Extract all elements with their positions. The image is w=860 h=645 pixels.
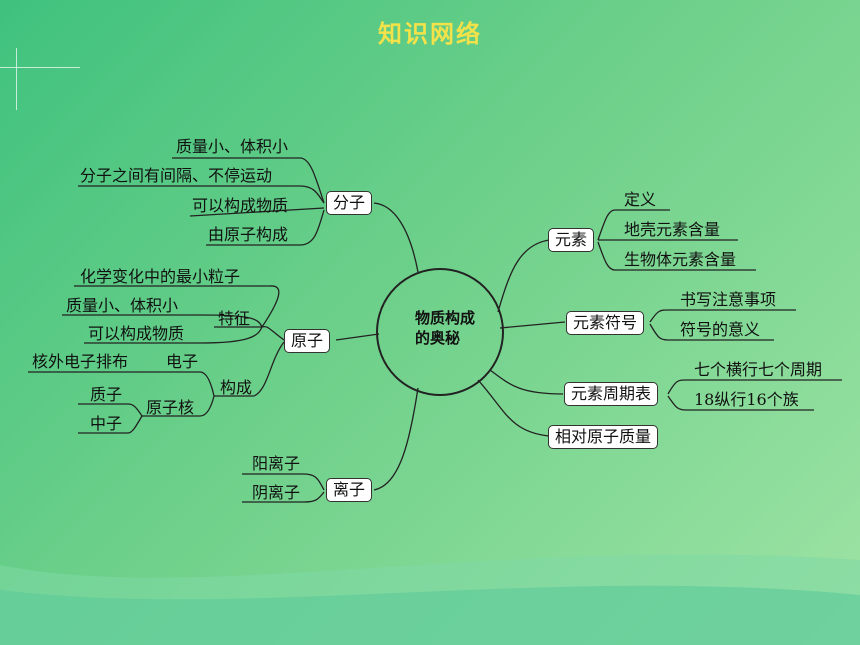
- atom-feature-item: 化学变化中的最小粒子: [80, 267, 241, 286]
- element-item: 定义: [624, 190, 657, 209]
- center-node: [376, 268, 504, 396]
- node-element: 元素: [548, 228, 595, 252]
- background-wave: [0, 554, 860, 645]
- center-line-2: 的奥秘: [415, 329, 461, 347]
- atom-feature-item: 可以构成物质: [88, 324, 185, 343]
- ion-item: 阳离子: [252, 454, 301, 473]
- node-atom: 原子: [284, 329, 331, 353]
- atom-feature-item: 质量小、体积小: [66, 296, 179, 315]
- node-relative-atomic-mass: 相对原子质量: [548, 425, 659, 449]
- center-node-label: 物质构成 的奥秘: [415, 308, 505, 348]
- symbol-item: 符号的意义: [680, 320, 761, 339]
- molecule-item: 由原子构成: [208, 225, 289, 244]
- corner-decoration: [16, 48, 17, 110]
- corner-decoration: [0, 67, 80, 68]
- page-title: 知识网络: [378, 20, 482, 48]
- symbol-item: 书写注意事项: [680, 290, 777, 309]
- molecule-item: 分子之间有间隔、不停运动: [80, 166, 273, 185]
- electron-desc: 核外电子排布: [32, 352, 129, 371]
- periodic-item: 七个横行七个周期: [694, 360, 823, 379]
- ion-item: 阴离子: [252, 483, 301, 502]
- atom-composition-label: 构成: [220, 378, 253, 397]
- node-element-symbol: 元素符号: [566, 311, 645, 335]
- node-molecule: 分子: [326, 191, 373, 215]
- electron-label: 电子: [166, 352, 199, 371]
- nucleus-label: 原子核: [146, 398, 195, 417]
- nucleus-item: 中子: [90, 414, 123, 433]
- molecule-item: 质量小、体积小: [176, 137, 289, 156]
- element-item: 生物体元素含量: [624, 250, 737, 269]
- molecule-item: 可以构成物质: [192, 196, 289, 215]
- atom-features-label: 特征: [218, 309, 251, 328]
- node-periodic-table: 元素周期表: [564, 382, 659, 406]
- nucleus-item: 质子: [90, 385, 123, 404]
- node-ion: 离子: [326, 478, 373, 502]
- element-item: 地壳元素含量: [624, 220, 721, 239]
- periodic-item: 18纵行16个族: [694, 390, 799, 409]
- center-line-1: 物质构成: [415, 309, 476, 327]
